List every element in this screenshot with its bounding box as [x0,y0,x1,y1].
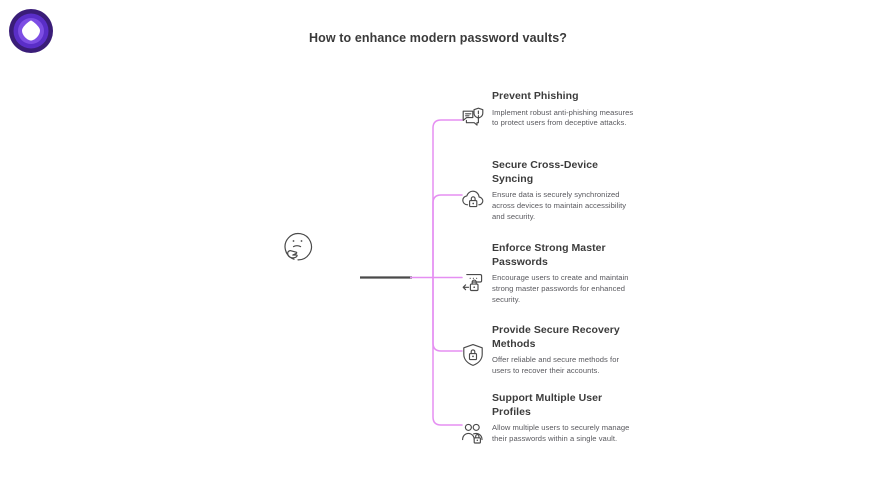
branch-description: Ensure data is securely synchronized acr… [492,190,627,221]
branch-heading: Secure Cross-Device Syncing [492,159,599,185]
branch-text: Support Multiple User Profiles Allow mul… [492,392,640,445]
password-field-lock-icon [460,270,486,296]
branch-heading: Support Multiple User Profiles [492,392,603,418]
branch-item[interactable]: Prevent Phishing Implement robust anti-p… [460,90,640,131]
branch-description: Offer reliable and secure methods for us… [492,355,620,375]
branch-heading: Provide Secure Recovery Methods [492,324,620,350]
chat-shield-alert-icon [460,105,486,131]
branch-text: Provide Secure Recovery Methods Offer re… [492,324,640,377]
branch-line-0 [432,119,463,279]
shield-lock-icon [460,342,486,368]
branch-heading: Enforce Strong Master Passwords [492,242,606,268]
branch-description: Allow multiple users to securely manage … [492,423,630,443]
branch-text: Secure Cross-Device Syncing Ensure data … [492,159,640,222]
branch-item[interactable]: Enforce Strong Master Passwords Encourag… [460,242,640,305]
app-logo[interactable] [8,8,54,54]
branch-heading: Prevent Phishing [492,90,579,102]
branch-line-1 [432,194,463,279]
page-title: How to enhance modern password vaults? [308,31,567,45]
branch-text: Prevent Phishing Implement robust anti-p… [492,90,640,129]
branch-text: Enforce Strong Master Passwords Encourag… [492,242,640,305]
branch-line-4 [432,276,463,426]
thinking-face-icon [284,232,313,261]
branch-line-3 [432,276,463,352]
central-node[interactable] [280,228,316,264]
branch-item[interactable]: Provide Secure Recovery Methods Offer re… [460,324,640,377]
branch-item[interactable]: Support Multiple User Profiles Allow mul… [460,392,640,446]
shield-play-logo-icon [9,9,53,53]
users-lock-icon [460,420,486,446]
branch-item[interactable]: Secure Cross-Device Syncing Ensure data … [460,159,640,222]
cloud-lock-icon [460,187,486,213]
branch-description: Implement robust anti-phishing measures … [492,107,634,128]
branch-description: Encourage users to create and maintain s… [492,273,629,304]
